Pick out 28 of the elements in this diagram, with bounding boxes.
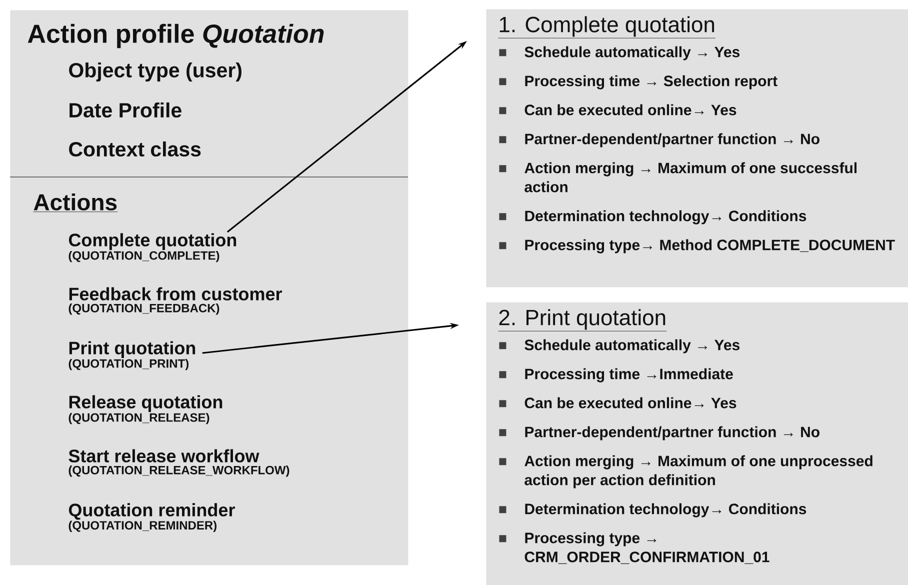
action-label: Print quotation (QUOTATION_PRINT) [68, 341, 196, 370]
bullet-item: Partner-dependent/partner function → No [499, 133, 820, 148]
attribute-label: Object type (user) [69, 62, 242, 82]
action-label: Quotation reminder (QUOTATION_REMINDER) [68, 503, 235, 532]
bullet-item: Action merging → Maximum of one unprocessed action per action definition [499, 455, 872, 488]
bullet-item: Processing time → Selection report [499, 75, 778, 90]
bullet-item: Can be executed online→ Yes [499, 397, 736, 408]
action-label: Feedback from customer (QUOTATION_FEEDBACK) [68, 287, 282, 315]
panel-title: Action profile Quotation [28, 24, 324, 48]
action-label: Complete quotation (QUOTATION_COMPLETE) [68, 233, 236, 262]
bullet-item: Processing type→ Method COMPLETE_DOCUMENT [499, 239, 895, 254]
profile-panel [10, 10, 408, 566]
detail-box: 1. Complete quotation Schedule automatically → Yes Processing time → Selection report Can be executed online→ Yes Partner-dependent/partner function → No Action merging → Maximum of one successful action Determination technology→ Conditions Processing type→ Method COMPLETE_DOCUMENT [486, 9, 908, 288]
bullet-item: Action merging → Maximum of one successful action [499, 162, 856, 192]
bullet-item: Determination technology→ Conditions [499, 503, 806, 518]
action-label: Release quotation (QUOTATION_RELEASE) [68, 395, 222, 424]
bullet-item: Can be executed online→ Yes [499, 104, 736, 116]
bullet-item: Schedule automatically → Yes [499, 339, 740, 354]
attribute-label: Context class [69, 141, 201, 157]
detail-box: 2. Print quotation Schedule automatically → Yes Processing time →Immediate Can be executed online→ Yes Partner-dependent/partner function → No Action merging → Maximum of one unprocessed action per action definition Determination technology→ Conditions Processing type → CRM_ORDER_CONFIRMATION_01 [486, 302, 908, 585]
section-heading: Actions [33, 194, 118, 212]
attribute-label: Date Profile [70, 102, 182, 118]
bullet-item: Processing type → CRM_ORDER_CONFIRMATION_01 [499, 532, 770, 564]
action-label: Start release workflow (QUOTATION_RELEASE_WORKFLOW) [68, 449, 290, 477]
bullet-item: Schedule automatically → Yes [499, 46, 740, 60]
bullet-item: Partner-dependent/partner function → No [499, 426, 820, 440]
bullet-item: Determination technology→ Conditions [499, 210, 806, 224]
bullet-item: Processing time →Immediate [499, 368, 733, 382]
